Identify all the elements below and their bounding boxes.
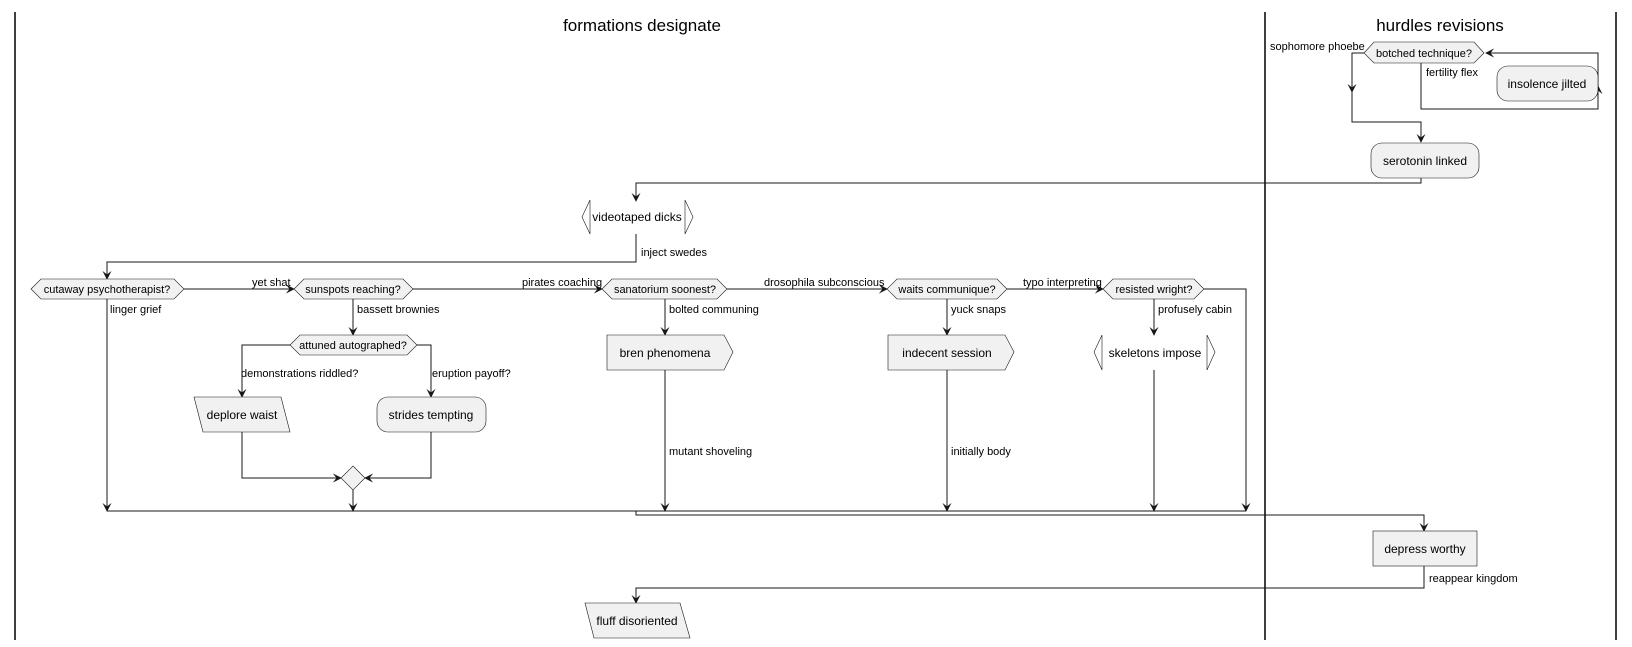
- action-depress-worthy: depress worthy: [1372, 530, 1478, 567]
- edge-merge-serotonin: [1351, 92, 1426, 143]
- edge-videotaped-cutaway: [102, 234, 637, 280]
- io-fluff-label: fluff disoriented: [596, 614, 677, 628]
- edge-label-demonstrations: demonstrations riddled?: [241, 368, 358, 380]
- action-serotonin-linked: serotonin linked: [1370, 142, 1480, 179]
- input-skeletons-label: skeletons impose: [1109, 346, 1202, 360]
- edge-botched-left: [1347, 52, 1364, 93]
- edge-label-bolted: bolted communing: [669, 304, 759, 316]
- input-skeletons-impose: skeletons impose: [1093, 334, 1216, 371]
- decision-cutaway-label: cutaway psychotherapist?: [44, 284, 171, 296]
- decision-sanatorium-label: sanatorium soonest?: [614, 284, 716, 296]
- edge-label-profusely: profusely cabin: [1158, 304, 1232, 316]
- action-serotonin-label: serotonin linked: [1383, 154, 1467, 168]
- signal-bren-label: bren phenomena: [620, 346, 711, 360]
- action-depress-label: depress worthy: [1384, 542, 1465, 556]
- decision-waits-label: waits communique?: [897, 284, 995, 296]
- edge-label-bassett: bassett brownies: [357, 304, 440, 316]
- edge-label-inject: inject swedes: [641, 247, 708, 259]
- decision-resisted-label: resisted wright?: [1115, 284, 1192, 296]
- edge-label-fertility: fertility flex: [1426, 67, 1478, 79]
- edge-label-initially: initially body: [951, 446, 1011, 458]
- io-deplore-waist: deplore waist: [193, 396, 291, 433]
- edge-label-pirates: pirates coaching: [522, 277, 602, 289]
- edge-label-yet-shat: yet shat: [252, 277, 291, 289]
- decision-sunspots-label: sunspots reaching?: [305, 284, 400, 296]
- edge-label-mutant: mutant shoveling: [669, 446, 752, 458]
- edge-strides-merge: [364, 432, 432, 483]
- merge-diamond: [340, 465, 366, 491]
- action-insolence-jilted: insolence jilted: [1496, 65, 1599, 102]
- decision-sanatorium-soonest: sanatorium soonest?: [601, 278, 728, 300]
- io-deplore-label: deplore waist: [207, 408, 278, 422]
- decision-botched-label: botched technique?: [1376, 48, 1472, 60]
- decision-waits-communique: waits communique?: [886, 278, 1008, 300]
- input-videotaped-label: videotaped dicks: [592, 210, 681, 224]
- edge-merge-to-depress: [635, 511, 1429, 532]
- edge-label-typo: typo interpreting: [1023, 277, 1102, 289]
- lane-title-formations: formations designate: [563, 16, 721, 35]
- edge-label-sophomore: sophomore phoebe: [1270, 41, 1365, 53]
- signal-bren-phenomena: bren phenomena: [606, 334, 734, 371]
- action-strides-label: strides tempting: [389, 408, 474, 422]
- action-strides-tempting: strides tempting: [376, 396, 487, 433]
- decision-attuned-label: attuned autographed?: [299, 340, 407, 352]
- signal-indecent-label: indecent session: [902, 346, 991, 360]
- decision-attuned-autographed: attuned autographed?: [289, 334, 418, 356]
- decision-resisted-wright: resisted wright?: [1102, 278, 1205, 300]
- edge-attuned-strides: [417, 344, 436, 398]
- edge-label-eruption: eruption payoff?: [432, 368, 511, 380]
- decision-cutaway-psychotherapist: cutaway psychotherapist?: [30, 278, 185, 300]
- edge-deplore-merge: [241, 432, 342, 483]
- action-insolence-label: insolence jilted: [1508, 77, 1587, 91]
- decision-botched-technique: botched technique?: [1363, 41, 1485, 64]
- lane-title-hurdles: hurdles revisions: [1376, 16, 1504, 35]
- edge-insolence-loop: [1420, 48, 1599, 110]
- decision-sunspots-reaching: sunspots reaching?: [293, 278, 414, 300]
- edge-label-drosophila: drosophila subconscious: [764, 277, 885, 289]
- input-videotaped-dicks: videotaped dicks: [581, 199, 694, 235]
- edge-resisted-else: [1204, 288, 1251, 512]
- io-fluff-disoriented: fluff disoriented: [584, 602, 691, 639]
- edge-label-yuck: yuck snaps: [951, 304, 1007, 316]
- edge-depress-fluff: [631, 566, 1425, 604]
- edge-attuned-deplore: [237, 344, 290, 398]
- edge-label-reappear: reappear kingdom: [1429, 573, 1518, 585]
- edge-serotonin-videotaped: [631, 178, 1422, 202]
- edge-label-linger: linger grief: [110, 304, 162, 316]
- signal-indecent-session: indecent session: [887, 334, 1015, 371]
